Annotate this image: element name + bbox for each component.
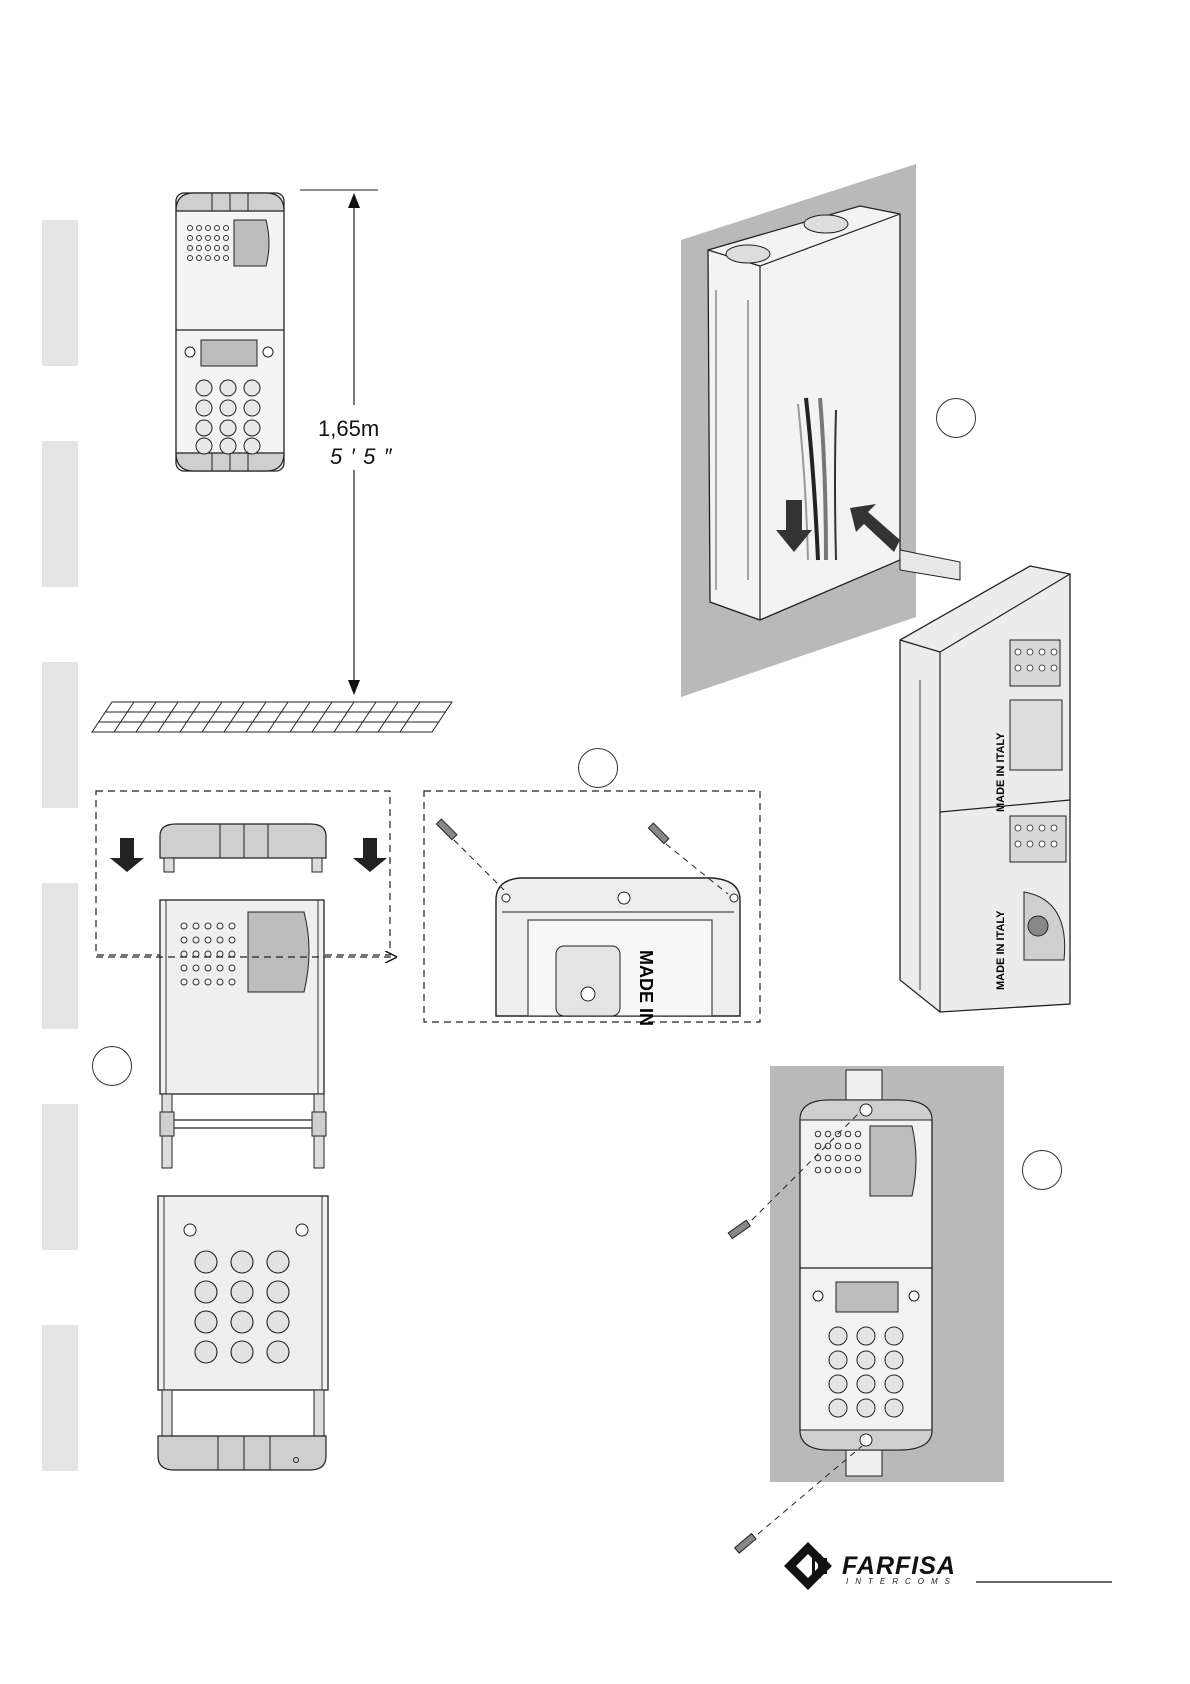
panel-height-illustration — [92, 190, 452, 732]
step-marker — [1022, 1150, 1062, 1190]
step-marker — [936, 398, 976, 438]
mounted-panel-illustration — [728, 1066, 1004, 1553]
brand-tagline: INTERCOMS — [846, 1577, 957, 1586]
screw-detail-illustration: MADE IN — [424, 791, 760, 1026]
mounting-height-imperial: 5 ′ 5 ″ — [330, 444, 394, 470]
module-marking-lower: MADE IN ITALY — [995, 910, 1007, 990]
arrow-down-icon — [110, 838, 144, 872]
step-marker — [92, 1046, 132, 1086]
step-marker — [578, 748, 618, 788]
module-marking-detail: MADE IN — [636, 950, 656, 1026]
module-marking-upper: MADE IN ITALY — [995, 732, 1007, 812]
mounting-height-metric: 1,65m — [318, 416, 379, 442]
arrow-down-icon — [353, 838, 387, 872]
exploded-panel-illustration — [96, 791, 396, 1470]
floor-grid-icon — [92, 702, 452, 732]
